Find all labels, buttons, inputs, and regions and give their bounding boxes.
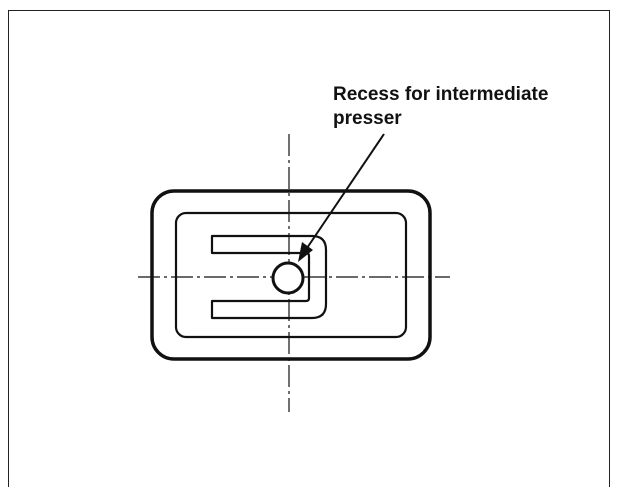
recess-callout-label: Recess for intermediate presser xyxy=(333,83,548,131)
outer-outline xyxy=(150,189,432,361)
recess-circle xyxy=(271,261,305,295)
callout-line-1: Recess for intermediate xyxy=(333,84,549,105)
leader-arrowhead xyxy=(298,242,313,262)
leader-line xyxy=(304,133,385,252)
figure-frame xyxy=(8,10,610,487)
inner-outline xyxy=(174,211,408,339)
slot-outline-outer xyxy=(210,234,328,320)
callout-line-2: presser xyxy=(333,108,402,129)
